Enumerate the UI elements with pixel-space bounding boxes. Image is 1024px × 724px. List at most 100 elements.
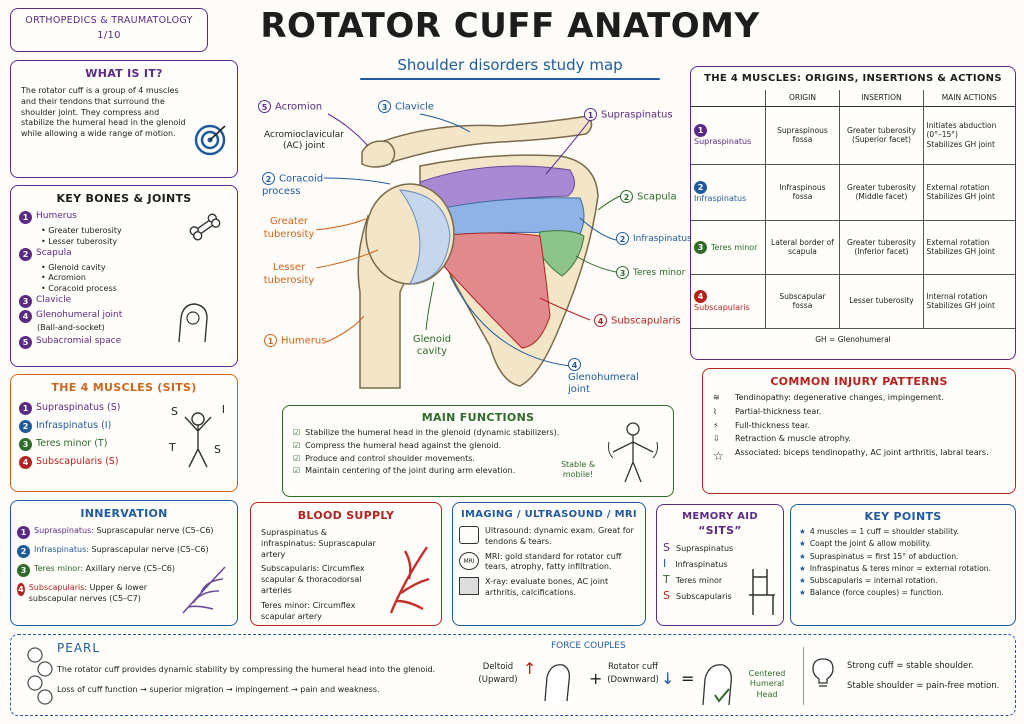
muscles-table-panel: THE 4 MUSCLES: ORIGINS, INSERTIONS & ACT…	[690, 66, 1016, 360]
injury-item: ☆Associated: biceps tendinopathy, AC joi…	[713, 448, 989, 464]
bone-label: Glenohumeral joint	[36, 309, 123, 320]
label-glenoid: Glenoid cavity	[412, 334, 452, 357]
pearl-line-2: Loss of cuff function → superior migrati…	[57, 685, 380, 694]
deltoid-label: Deltoid(Upward)	[478, 662, 518, 685]
page-subtitle: Shoulder disorders study map	[397, 56, 623, 74]
chair-icon	[749, 569, 775, 615]
memory-aid-title: MEMORY AID	[682, 511, 758, 522]
main-functions-panel: MAIN FUNCTIONS ☑Stabilize the humeral he…	[282, 405, 674, 497]
nerve-muscle: Subscapularis:	[28, 583, 88, 592]
imaging-item: Ultrasound: dynamic exam. Great for tend…	[459, 526, 639, 548]
star-icon: ★	[799, 576, 806, 585]
nerve-icon	[182, 566, 226, 614]
key-points-panel: KEY POINTS ★4 muscles = 1 cuff = shoulde…	[790, 504, 1016, 626]
nerve-muscle: Supraspinatus:	[34, 526, 94, 535]
course-badge: ORTHOPEDICS & TRAUMATOLOGY 1/10	[10, 8, 208, 52]
sits-letter: S	[214, 443, 221, 456]
injury-panel: COMMON INJURY PATTERNS ≋Tendinopathy: de…	[702, 368, 1016, 494]
function-item: ☑Produce and control shoulder movements.	[293, 453, 475, 463]
table-header: MAIN ACTIONS	[922, 90, 1015, 107]
bone-sublist: Greater tuberosityLesser tuberosity	[19, 226, 229, 248]
bone-sub: Coracoid process	[41, 284, 229, 295]
bone-number: 5	[19, 335, 32, 349]
bone-item: 4 Glenohumeral joint	[19, 309, 229, 323]
tip-line-2: Stable shoulder = pain-free motion.	[847, 681, 1000, 691]
table-header: ORIGIN	[764, 90, 840, 107]
key-point: ★Infraspinatus & teres minor = external …	[799, 563, 991, 573]
table-header: INSERTION	[839, 90, 923, 107]
sits-letter: T	[169, 441, 176, 454]
sits-label: Supraspinatus (S)	[36, 402, 121, 413]
bone-label: Humerus	[36, 211, 77, 221]
memory-aid-subtitle: “SITS”	[698, 524, 742, 537]
blood-item: Supraspinatus & infraspinatus: Suprascap…	[261, 528, 376, 559]
xray-icon	[459, 577, 479, 596]
imaging-item: X-ray: evaluate bones, AC joint arthriti…	[459, 577, 639, 599]
bone-number: 4	[19, 309, 32, 323]
key-point: ★Subscapularis = internal rotation.	[799, 576, 938, 585]
deltoid-shoulder-icon	[544, 664, 571, 702]
page-title: ROTATOR CUFF ANATOMY	[260, 6, 760, 46]
what-is-it-panel: WHAT IS IT? The rotator cuff is a group …	[10, 60, 238, 178]
main-functions-title: MAIN FUNCTIONS	[421, 411, 535, 424]
key-point: ★Balance (force couples) = function.	[799, 588, 944, 598]
rotator-cuff-label: Rotator cuff(Downward)	[607, 662, 659, 685]
pearl-line-1: The rotator cuff provides dynamic stabil…	[57, 665, 436, 674]
blood-item: Subscapularis: Circumflex scapular & tho…	[261, 564, 365, 595]
label-lesser-tuberosity: Lesser tuberosity	[263, 262, 315, 286]
table-footnote: GH = Glenohumeral	[815, 334, 891, 344]
bone-icon	[189, 213, 221, 241]
table-row: 2Infraspinatus Infraspinous fossa Greate…	[691, 164, 1015, 221]
force-couples-title: FORCE COUPLES	[551, 641, 626, 651]
innervation-title: INNERVATION	[80, 507, 168, 520]
shoulder-illustration	[315, 113, 621, 389]
nerve-muscle: Infraspinatus:	[34, 545, 89, 554]
label-ac-joint: Acromioclavicular (AC) joint	[264, 130, 344, 152]
star-icon: ★	[799, 588, 806, 598]
up-arrow-icon: ↑	[523, 659, 537, 678]
injury-list: ≋Tendinopathy: degenerative changes, imp…	[703, 388, 1015, 464]
sits-figure: S I T S	[169, 403, 227, 473]
injury-item: ⇩Retraction & muscle atrophy.	[713, 434, 851, 444]
table-row: 1Supraspinatus Supraspinous fossa Greate…	[691, 106, 1015, 165]
subtitle-underline	[360, 78, 660, 80]
sits-letter: I	[221, 403, 225, 416]
full-tear-icon: ⚡	[713, 420, 719, 430]
key-point: ★Coapt the joint & allow mobility.	[799, 539, 932, 549]
check-icon: ☑	[293, 466, 301, 476]
bone-label: Clavicle	[36, 294, 72, 305]
table-header-row: ORIGIN INSERTION MAIN ACTIONS	[691, 90, 1015, 107]
label-greater-tuberosity: Greater tuberosity	[263, 216, 315, 240]
check-icon: ☑	[293, 453, 301, 463]
check-icon: ☑	[293, 440, 301, 450]
sits-label: Subscapularis (S)	[36, 456, 119, 467]
bone-number: 2	[19, 247, 32, 261]
star-icon: ★	[799, 551, 806, 561]
ultrasound-icon	[459, 526, 479, 544]
mri-icon: MRI	[459, 551, 479, 570]
function-item: ☑Stabilize the humeral head in the gleno…	[293, 428, 560, 437]
page-number: 1/10	[97, 30, 121, 41]
nerve-name: Axillary nerve (C5–C6)	[85, 564, 175, 573]
